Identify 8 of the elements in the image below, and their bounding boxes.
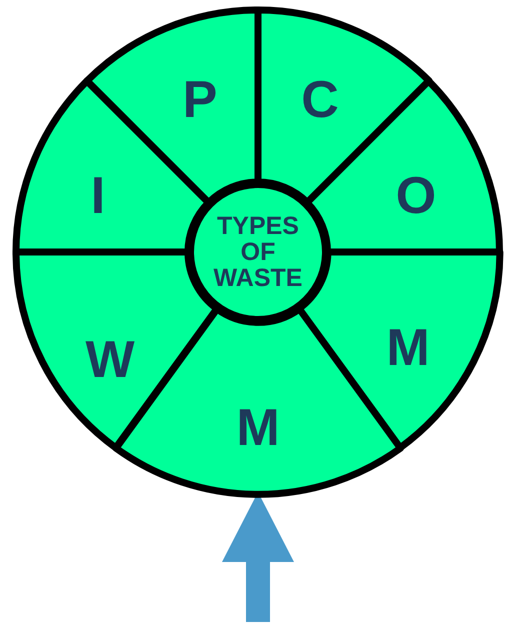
sector-letter: M xyxy=(386,322,430,374)
sector-letter: I xyxy=(90,170,106,222)
sector-letter: P xyxy=(182,74,218,126)
sector-letter: W xyxy=(85,334,135,386)
sector-letter: O xyxy=(396,170,436,222)
sector-letter: C xyxy=(301,74,339,126)
sector-letter: M xyxy=(236,402,280,454)
center-label: TYPES OF WASTE xyxy=(212,212,304,292)
